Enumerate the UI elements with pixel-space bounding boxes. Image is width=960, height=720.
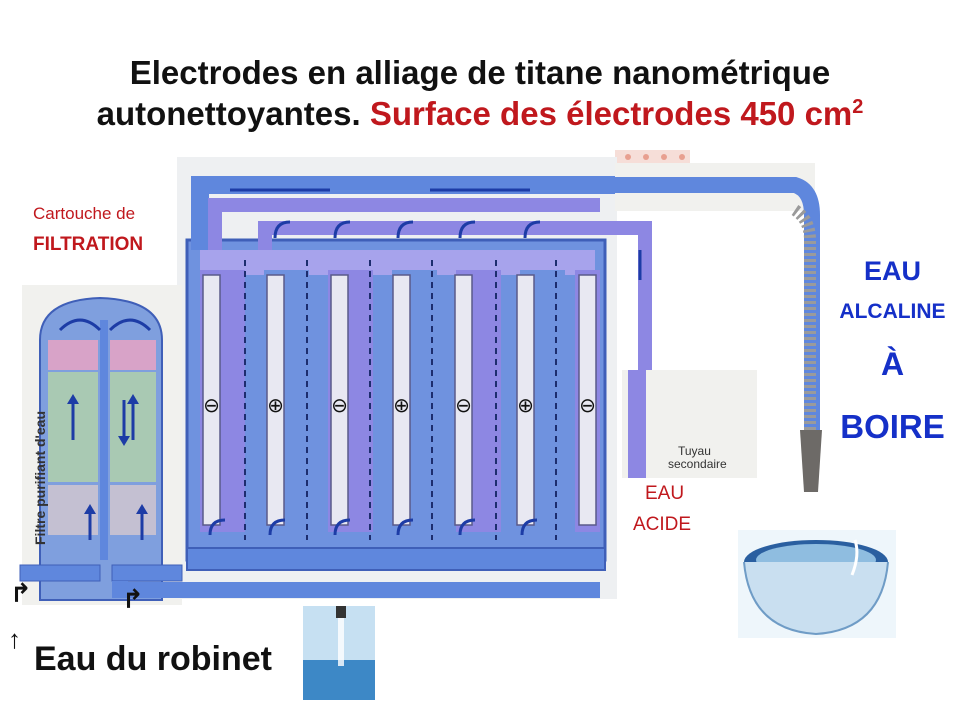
electrode-sign-5: ⊖ bbox=[455, 393, 472, 417]
electrode-sign-4: ⊕ bbox=[393, 393, 410, 417]
tap-arrow-icon-1: ↱ bbox=[10, 578, 32, 608]
superscript-2: 2 bbox=[852, 96, 864, 118]
electrode-sign-2: ⊕ bbox=[267, 393, 284, 417]
up-arrow-icon: ↑ bbox=[8, 624, 21, 654]
title-line-2-red: Surface des électrodes 450 cm2 bbox=[370, 95, 864, 132]
tap-water-image bbox=[303, 606, 375, 700]
electrode-plates bbox=[202, 274, 597, 526]
flow-arrows bbox=[208, 188, 642, 536]
acide-label-eau: EAU bbox=[645, 483, 685, 504]
alcaline-label: ALCALINE bbox=[839, 300, 946, 323]
title-line-2: autonettoyantes. Surface des électrodes … bbox=[0, 93, 960, 134]
title-line-2-black: autonettoyantes. bbox=[96, 95, 361, 132]
filter-vertical-text: Filtre purifiant d'eau bbox=[32, 411, 48, 545]
tap-water-label: Eau du robinet bbox=[34, 640, 272, 678]
separator-lines bbox=[244, 260, 557, 540]
electrolysis-unit: ⊖ ⊕ ⊖ ⊕ ⊖ ⊕ ⊖ bbox=[112, 176, 799, 598]
electrode-sign-1: ⊖ bbox=[203, 393, 220, 417]
slide-title: Electrodes en alliage de titane nanométr… bbox=[0, 52, 960, 134]
electrode-sign-7: ⊖ bbox=[579, 393, 596, 417]
tuyau-label-2: secondaire bbox=[668, 457, 727, 471]
alcaline-label-a: À bbox=[880, 346, 905, 382]
pink-dots bbox=[625, 154, 685, 160]
tap-arrow-icon-2: ↱ bbox=[122, 584, 144, 614]
pink-strip bbox=[615, 150, 690, 166]
title-line-1: Electrodes en alliage de titane nanométr… bbox=[129, 54, 831, 91]
surface-text: Surface des électrodes 450 cm bbox=[369, 95, 853, 132]
water-glass-image bbox=[738, 530, 896, 638]
cartouche-label-line2: FILTRATION bbox=[33, 234, 144, 255]
electrode-signs: ⊖ ⊕ ⊖ ⊕ ⊖ ⊕ ⊖ bbox=[203, 393, 596, 417]
electrode-sign-6: ⊕ bbox=[517, 393, 534, 417]
spout-hose bbox=[610, 163, 822, 492]
secondary-tube bbox=[628, 370, 646, 478]
filter-cartridge: Filtre purifiant d'eau bbox=[19, 296, 183, 601]
alcaline-label-eau: EAU bbox=[863, 256, 921, 286]
alcaline-label-boire: BOIRE bbox=[840, 408, 945, 445]
tuyau-label-1: Tuyau bbox=[678, 444, 711, 458]
acide-label-acide: ACIDE bbox=[633, 514, 692, 535]
cartouche-label-line1: Cartouche de bbox=[33, 204, 136, 223]
electrode-sign-3: ⊖ bbox=[331, 393, 348, 417]
